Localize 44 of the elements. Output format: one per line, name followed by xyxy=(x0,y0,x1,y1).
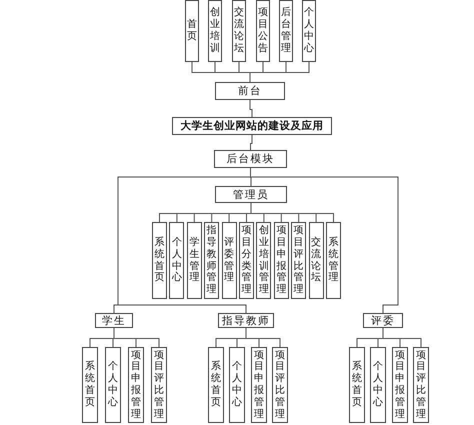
connector-line xyxy=(250,168,398,314)
module-box: 首页 xyxy=(185,0,199,62)
module-box: 个人中心 xyxy=(169,222,184,299)
module-box: 个人中心 xyxy=(229,347,245,423)
module-box: 系统首页 xyxy=(82,347,98,423)
module-box: 创业培训管理 xyxy=(256,222,272,299)
module-box: 管理员 xyxy=(215,186,287,203)
module-box: 项目公告 xyxy=(256,0,270,62)
module-box: 个人中心 xyxy=(105,347,121,423)
module-box: 项目评比管理 xyxy=(291,222,306,299)
connector-line xyxy=(382,328,422,348)
module-box: 后台模块 xyxy=(214,150,287,168)
module-box: 项目申报管理 xyxy=(251,347,267,423)
module-box: 项目评比管理 xyxy=(413,347,429,423)
connector-line xyxy=(250,202,334,222)
connector-line xyxy=(250,100,252,118)
module-box: 系统首页 xyxy=(152,222,167,299)
module-box: 评委 xyxy=(363,313,403,328)
connector-line xyxy=(250,62,310,82)
module-box: 交流论坛 xyxy=(232,0,246,62)
module-box: 系统首页 xyxy=(349,347,365,423)
connector-line xyxy=(114,328,160,348)
module-box: 指导教师 xyxy=(218,313,274,328)
module-box: 个人中心 xyxy=(302,0,316,62)
module-box: 指导教师管理 xyxy=(204,222,220,299)
module-box: 项目申报管理 xyxy=(392,347,408,423)
module-box: 学生管理 xyxy=(186,222,202,299)
module-box: 个人中心 xyxy=(370,347,386,423)
module-box: 项目评比管理 xyxy=(151,347,167,423)
module-box: 项目分类管理 xyxy=(239,222,254,299)
connector-line xyxy=(246,328,280,348)
module-box: 项目申报管理 xyxy=(274,222,289,299)
connector-line xyxy=(250,134,252,150)
module-box: 大学生创业网站的建设及应用 xyxy=(172,117,332,135)
module-box: 项目申报管理 xyxy=(128,347,144,423)
module-box: 评委管理 xyxy=(222,222,237,299)
module-box: 交流论坛 xyxy=(308,222,324,299)
module-box: 后台管理 xyxy=(279,0,293,62)
module-box: 前台 xyxy=(215,82,285,100)
module-box: 系统管理 xyxy=(326,222,341,299)
module-box: 创业培训 xyxy=(208,0,222,62)
module-box: 系统首页 xyxy=(208,347,224,423)
module-box: 学生 xyxy=(95,313,133,328)
module-box: 项目评比管理 xyxy=(272,347,288,423)
